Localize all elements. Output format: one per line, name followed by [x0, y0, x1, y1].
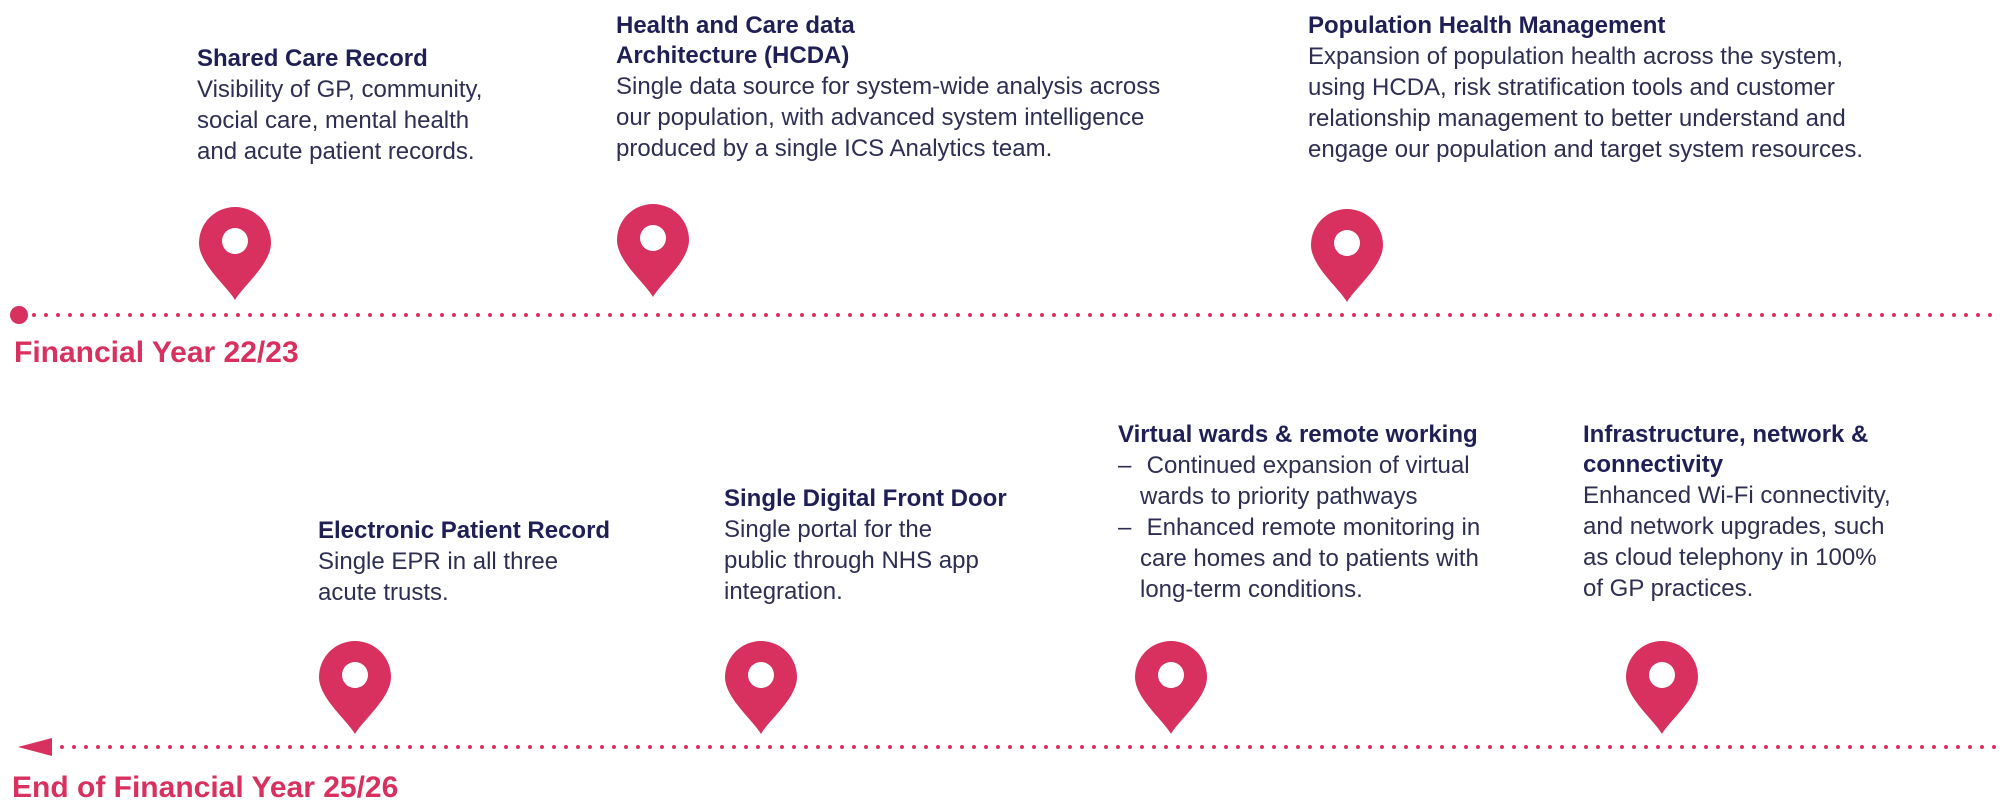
milestone-description-line: Single data source for system-wide analy… [616, 73, 1161, 100]
milestone-description-line: social care, mental health [197, 107, 470, 134]
bullet-line: wards to priority pathways [1140, 483, 1418, 510]
milestone-description-line: Visibility of GP, community, [197, 76, 483, 103]
milestone-bullet: Continued expansion of virtual wards to … [1118, 450, 1480, 512]
milestone-description-line: and acute patient records. [197, 138, 475, 165]
milestone-bullet: Enhanced remote monitoring in care homes… [1118, 512, 1480, 605]
milestone-description-line: of GP practices. [1583, 575, 1754, 602]
timeline-end-arrow-icon [18, 738, 52, 756]
map-pin-icon [319, 641, 391, 734]
milestone-hcda: Health and Care data Architecture (HCDA)… [616, 11, 1160, 164]
milestone-description-line: and network upgrades, such [1583, 513, 1885, 540]
map-pin-icon [725, 641, 797, 734]
milestone-single-digital-front-door: Single Digital Front Door Single portal … [724, 484, 1007, 607]
milestone-description-line: Single EPR in all three [318, 548, 559, 575]
milestone-infrastructure-network: Infrastructure, network & connectivity E… [1583, 420, 1891, 604]
milestone-title: Infrastructure, network & [1583, 421, 1869, 448]
milestone-title: Electronic Patient Record [318, 517, 611, 544]
milestone-description-line: Single portal for the [724, 516, 933, 543]
bullet-line: care homes and to patients with [1140, 545, 1479, 572]
map-pin-icon [199, 207, 271, 300]
bullet-line: Enhanced remote monitoring in [1146, 514, 1481, 541]
milestone-title: Single Digital Front Door [724, 485, 1007, 512]
milestone-description-line: our population, with advanced system int… [616, 104, 1145, 131]
milestone-title: Population Health Management [1308, 12, 1666, 39]
milestone-description-line: produced by a single ICS Analytics team. [616, 135, 1053, 162]
milestone-bullet-list: Continued expansion of virtual wards to … [1118, 450, 1480, 605]
timeline-start-dot-icon [10, 306, 28, 324]
milestone-title: connectivity [1583, 451, 1724, 478]
milestone-title: Architecture (HCDA) [616, 42, 850, 69]
milestone-shared-care-record: Shared Care Record Visibility of GP, com… [197, 44, 482, 167]
milestone-virtual-wards: Virtual wards & remote working Continued… [1118, 420, 1480, 605]
map-pin-icon [1626, 641, 1698, 734]
year-label-start: Financial Year 22/23 [14, 336, 299, 369]
milestone-title: Virtual wards & remote working [1118, 421, 1478, 448]
milestone-description-line: Expansion of population health across th… [1308, 43, 1843, 70]
milestone-title: Shared Care Record [197, 45, 428, 72]
year-label-end: End of Financial Year 25/26 [12, 771, 399, 804]
milestone-title: Health and Care data [616, 12, 855, 39]
milestone-description-line: acute trusts. [318, 579, 449, 606]
map-pin-icon [1135, 641, 1207, 734]
milestone-description-line: relationship management to better unders… [1308, 105, 1846, 132]
milestone-description-line: public through NHS app [724, 547, 979, 574]
milestone-population-health-management: Population Health Management Expansion o… [1308, 11, 1863, 165]
milestone-description-line: engage our population and target system … [1308, 136, 1864, 163]
milestone-description-line: as cloud telephony in 100% [1583, 544, 1877, 571]
bullet-line: long-term conditions. [1140, 576, 1363, 603]
bullet-line: Continued expansion of virtual [1146, 452, 1470, 479]
map-pin-icon [617, 204, 689, 297]
milestone-description-line: using HCDA, risk stratification tools an… [1308, 74, 1835, 101]
milestone-description-line: Enhanced Wi-Fi connectivity, [1583, 482, 1891, 509]
milestone-electronic-patient-record: Electronic Patient Record Single EPR in … [318, 516, 610, 608]
map-pin-icon [1311, 209, 1383, 302]
milestone-description-line: integration. [724, 578, 843, 605]
